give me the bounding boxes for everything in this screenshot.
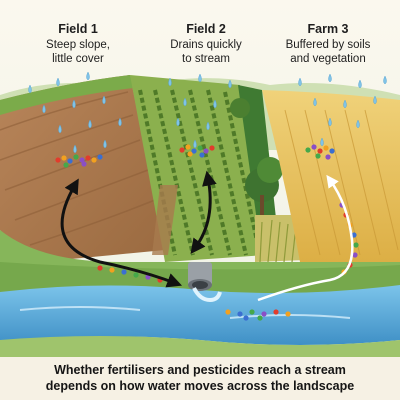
pollutant-dot [261,311,267,317]
label-field-1: Field 1 Steep slope, little cover [8,22,148,67]
rain-drop [193,139,197,149]
rain-drop [176,117,180,127]
label-farm-3: Farm 3 Buffered by soils and vegetation [258,22,398,67]
pollutant-dot [91,157,97,163]
pollutant-dot [109,267,115,273]
caption-line-1: Whether fertilisers and pesticides reach… [54,363,346,377]
rain-drop [102,95,106,105]
pollutant-dot [61,155,67,161]
rain-drop [343,99,347,109]
rain-drop [328,73,332,83]
pollutant-dot [81,161,87,167]
rain-drop [206,121,210,131]
rain-drop [42,104,46,114]
pollutant-dot [97,265,103,271]
pollutant-dot [273,309,279,315]
pollutant-dot [187,151,193,157]
rain-drop [86,71,90,81]
stream [0,285,400,345]
rain-drop [183,97,187,107]
rain-drop [328,117,332,127]
pollutant-dot [237,311,243,317]
label-field-2-line2: to stream [182,52,230,65]
rain-drop [358,79,362,89]
label-field-2: Field 2 Drains quickly to stream [136,22,276,67]
pollutant-dot [329,148,335,154]
rain-drop [118,117,122,127]
label-field-2-title: Field 2 [186,22,226,36]
rain-drop [383,75,387,85]
pollutant-dot [121,269,127,275]
rain-drop [373,95,377,105]
pollutant-dot [352,252,358,258]
pollutant-dot [285,311,291,317]
pollutant-dot [191,148,197,154]
label-farm-3-title: Farm 3 [307,22,349,36]
label-field-2-line1: Drains quickly [170,39,242,51]
rain-drop [88,119,92,129]
filtered-flow-arrow-farm-3 [257,174,354,302]
pollutant-dot [305,147,311,153]
label-field-1-title: Field 1 [58,22,98,36]
label-farm-3-line2: and vegetation [290,52,366,65]
pollutant-dot [203,148,209,154]
pollutant-dot [73,154,79,160]
rain-drop [58,124,62,134]
pollutant-dot [199,152,205,158]
rain-drop [298,77,302,87]
hedgerow-trees [230,85,305,263]
pollutant-dot [97,154,103,160]
label-farm-3-line1: Buffered by soils [285,39,371,51]
rain-drop [313,97,317,107]
pollutant-dot [257,315,263,321]
pollutant-dot [353,242,359,248]
caption-line-2: depends on how water moves across the la… [45,379,355,393]
rain-drop [56,77,60,87]
pollutant-dot [133,272,139,278]
pollutant-dot [179,147,185,153]
pollutant-dot [325,154,331,160]
caption: Whether fertilisers and pesticides reach… [0,357,400,400]
pollutant-dot [209,145,215,151]
drainage-arrow-field-2 [190,170,217,255]
pollutant-dot [197,145,203,151]
rain-drop [213,99,217,109]
pollutant-dot [63,162,69,168]
rain-drop [356,119,360,129]
pollutant-dot [55,157,61,163]
pollutant-dot [243,315,249,321]
pollutant-dot [67,158,73,164]
runoff-arrow-field-1 [60,178,183,288]
rain-drop [103,139,107,149]
label-field-1-line1: Steep slope, [46,39,110,51]
rain-drop [168,77,172,87]
near-bank [0,336,400,360]
rain-drop [228,79,232,89]
rain-drop [28,84,32,94]
label-field-1-line2: little cover [52,52,104,65]
pollutant-dot [317,148,323,154]
rain-drop [72,99,76,109]
rain-drops [28,71,387,154]
pollutant-dot [225,309,231,315]
pollutant-dot [323,145,329,151]
drain-pipe [188,262,222,303]
pollutant-dot [249,309,255,315]
pollutant-dot [85,155,91,161]
pollutant-dot [79,157,85,163]
rain-drop [320,137,324,147]
rain-drop [73,144,77,154]
pollutant-dot [185,144,191,150]
pollutant-dot [315,153,321,159]
rain-drop [198,73,202,83]
pollutant-dot [311,144,317,150]
